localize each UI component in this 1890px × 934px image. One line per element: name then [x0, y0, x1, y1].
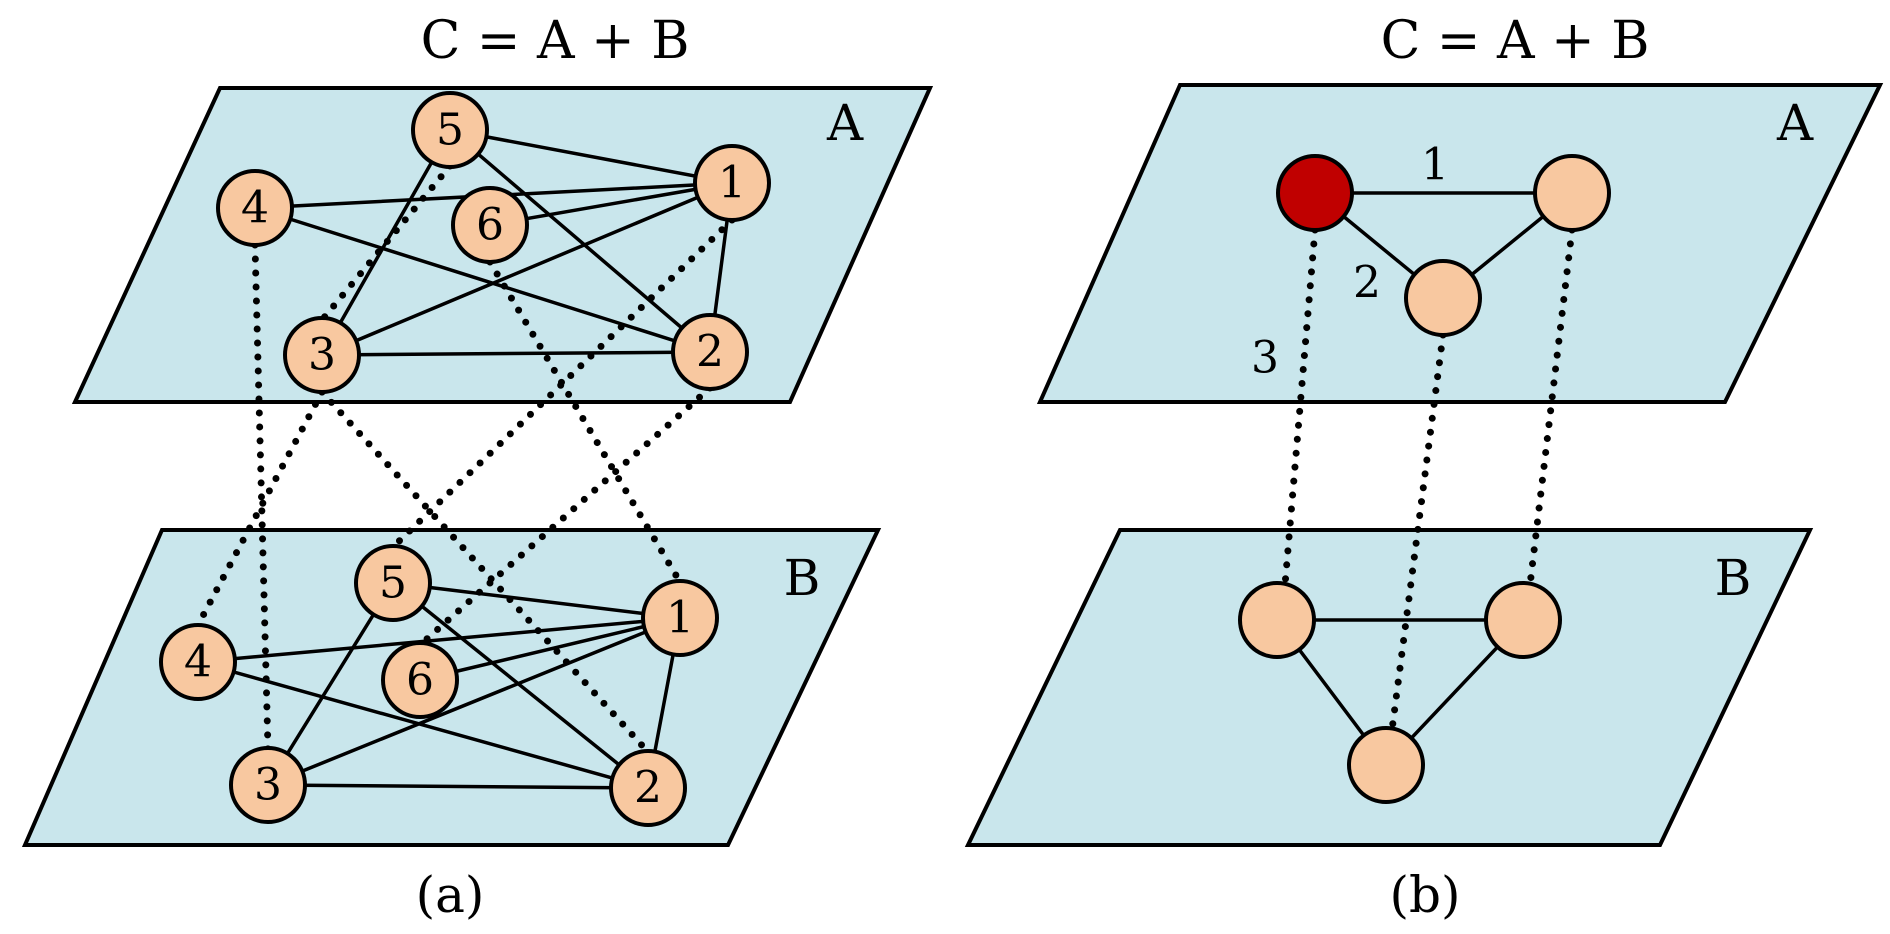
node-a-4 [216, 169, 294, 247]
node-a-2 [671, 313, 749, 391]
edge-a-3-2 [320, 350, 712, 357]
node-a-3 [283, 316, 361, 394]
node-top-right [1533, 154, 1611, 232]
edge-b-3-1 [266, 616, 682, 787]
node-a-4-label: 4 [241, 183, 269, 234]
panel-b-layer-b-plane [964, 528, 1814, 847]
panel-b-layer-b-label: B [1715, 549, 1752, 607]
link-a2-b6 [416, 384, 714, 649]
panel-a-title: C = A + B [421, 11, 690, 71]
link-b-right [1526, 226, 1576, 589]
link-a3-b2 [318, 388, 652, 756]
edge-a-4-2 [253, 206, 712, 354]
node-b-3-label: 3 [254, 760, 282, 811]
panel-b-caption: (b) [1389, 866, 1460, 924]
edge-a-3-1 [320, 181, 734, 357]
edge-label-2: 2 [1353, 258, 1381, 309]
link-a1-b5 [389, 216, 736, 551]
edge-label-1: 1 [1421, 140, 1449, 191]
edge-a-5-1 [448, 128, 734, 185]
panel-b-layer-b-nodes [1238, 581, 1562, 804]
panel-b-interlayer-links [1281, 226, 1576, 734]
edge-a-5-2 [448, 128, 712, 354]
node-top-middle [1404, 259, 1482, 337]
node-a-2-label: 2 [696, 327, 724, 378]
edge-b-5-3 [266, 581, 395, 787]
node-a-6 [451, 186, 529, 264]
link-b-left [1281, 226, 1319, 589]
node-b-6-label: 6 [406, 655, 434, 706]
node-b-2-label: 2 [634, 763, 662, 814]
panel-a-layer-b-nodes: 1 2 3 4 5 6 [159, 544, 719, 827]
panel-a-layer-a-label: A [826, 94, 864, 152]
edge-b-5-2 [391, 581, 650, 790]
panel-b-layer-a-label: A [1776, 94, 1814, 152]
node-b-3 [229, 746, 307, 824]
highlighted-node [1276, 154, 1354, 232]
node-bottom-left [1238, 581, 1316, 659]
link-a6-b1 [486, 258, 684, 586]
node-a-1-label: 1 [718, 158, 746, 209]
node-a-5 [411, 91, 489, 169]
edge-label-3: 3 [1251, 333, 1279, 384]
panel-b-layer-a-plane [1036, 83, 1884, 404]
panel-b-layer-a-nodes [1276, 154, 1611, 337]
node-b-4-label: 4 [184, 637, 212, 688]
link-b-middle [1388, 331, 1447, 734]
link-a3-b4 [194, 388, 326, 629]
link-a4-b3 [251, 241, 272, 754]
node-a-3-label: 3 [308, 330, 336, 381]
panel-a-caption: (a) [416, 866, 485, 924]
node-b-2 [609, 749, 687, 827]
node-b-5 [354, 544, 432, 622]
node-a-6-label: 6 [476, 200, 504, 251]
edge-b-5-1 [391, 581, 682, 620]
node-b-6 [381, 641, 459, 719]
node-bottom-right [1484, 581, 1562, 659]
panel-b: C = A + B A B 1 2 3 [964, 11, 1884, 924]
edge-b-4-1 [196, 616, 682, 664]
node-b-1-label: 1 [666, 593, 694, 644]
node-b-1 [641, 579, 719, 657]
node-b-5-label: 5 [379, 558, 407, 609]
node-b-4 [159, 623, 237, 701]
link-a5-a3 [318, 162, 454, 324]
node-bottom-middle [1347, 726, 1425, 804]
edge-b-6-1 [418, 616, 682, 682]
panel-a-layer-b-label: B [784, 549, 821, 607]
node-a-1 [693, 144, 771, 222]
panel-a-interlayer-links [194, 162, 736, 756]
edge-b-3-2 [266, 783, 650, 790]
panel-b-title: C = A + B [1381, 11, 1650, 71]
edge-a-6-1 [488, 181, 734, 227]
panel-a: C = A + B A B [21, 11, 934, 924]
node-a-5-label: 5 [436, 105, 464, 156]
panel-a-layer-a-nodes: 1 2 3 4 5 6 [216, 91, 771, 394]
edge-b-4-2 [196, 660, 650, 790]
